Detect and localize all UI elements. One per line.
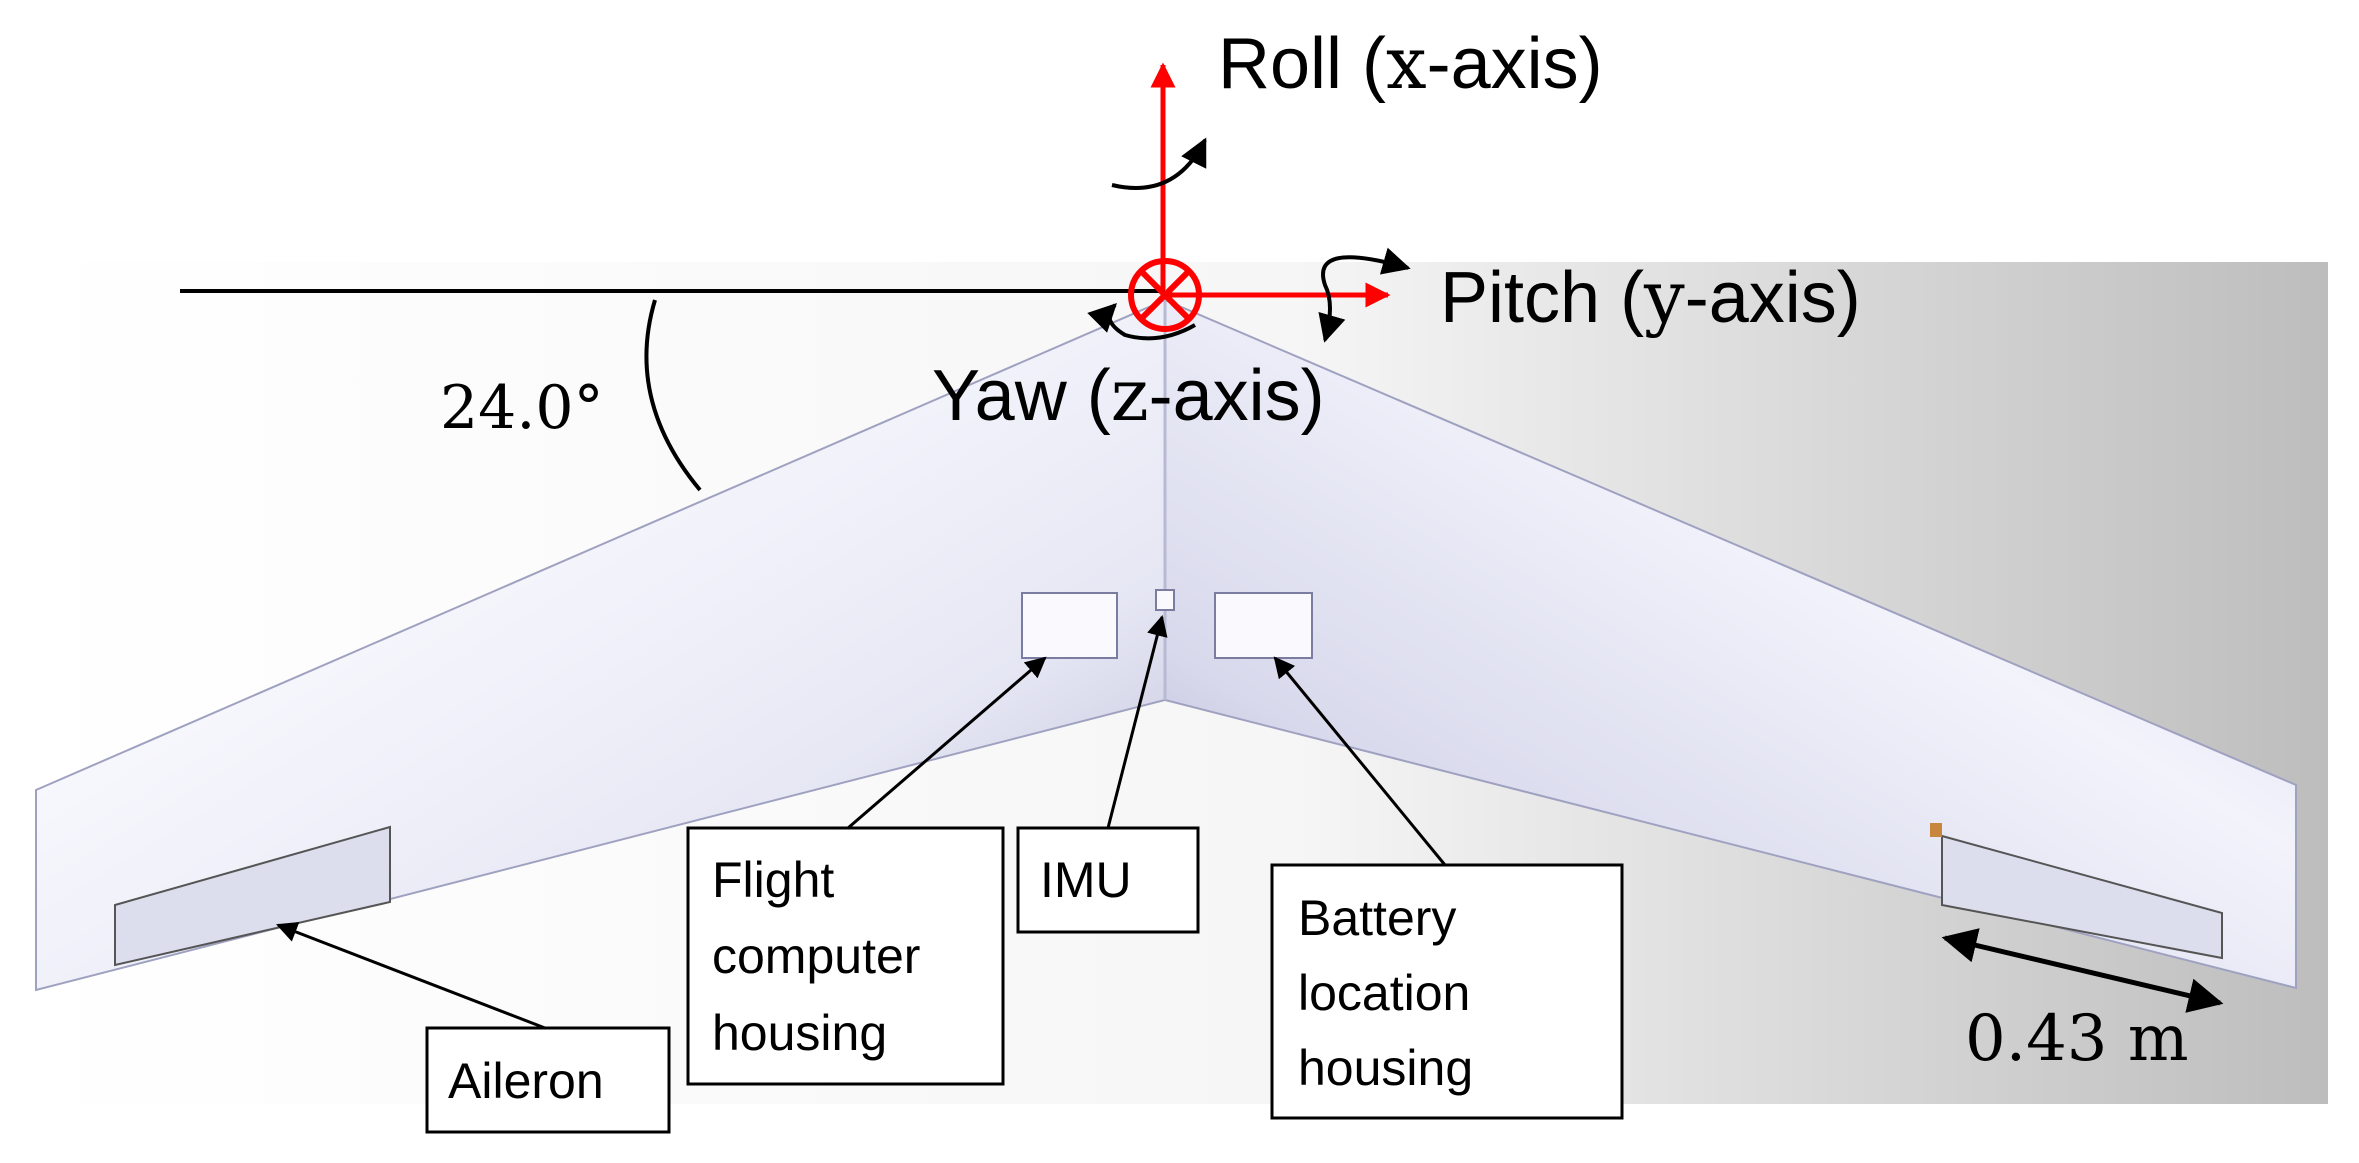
svg-text:Battery: Battery <box>1298 890 1456 946</box>
svg-text:IMU: IMU <box>1040 852 1132 908</box>
yaw-axis-label: Yaw (z-axis) <box>932 353 1325 437</box>
imu-leader <box>1106 614 1168 829</box>
flight-computer-housing <box>1021 592 1118 659</box>
svg-text:housing: housing <box>712 1005 887 1061</box>
imu-housing <box>1155 589 1175 611</box>
svg-text:computer: computer <box>712 928 920 984</box>
svg-text:Aileron: Aileron <box>448 1053 604 1109</box>
roll-rotation-arrow <box>1111 137 1207 190</box>
svg-text:Flight: Flight <box>712 852 834 908</box>
span-dimension-arrow <box>1941 928 2224 1013</box>
sweep-angle-arc <box>644 299 702 492</box>
yaw-cross-b <box>1139 269 1191 321</box>
servo-marker <box>1930 823 1942 837</box>
flight-computer-leader <box>847 656 1047 830</box>
flight-computer-callout: Flight computer housing <box>686 826 1005 1086</box>
aileron-callout: Aileron <box>425 1026 671 1134</box>
sweep-angle-label: 24.0° <box>440 373 604 443</box>
pitch-rotation-arrow <box>1318 247 1411 343</box>
roll-axis-label: Roll (x-axis) <box>1218 21 1603 105</box>
aileron-leader <box>276 922 546 1030</box>
pitch-axis-label: Pitch (y-axis) <box>1440 255 1861 339</box>
imu-callout: IMU <box>1016 826 1200 934</box>
yaw-axis-symbol <box>1128 258 1202 332</box>
battery-callout: Battery location housing <box>1270 863 1624 1120</box>
battery-leader <box>1273 656 1447 866</box>
span-dimension-label: 0.43 m <box>1965 1002 2189 1076</box>
yaw-rotation-arrow <box>1087 303 1196 341</box>
svg-text:location: location <box>1298 965 1470 1021</box>
left-aileron <box>114 825 391 967</box>
battery-housing <box>1214 592 1313 659</box>
svg-text:housing: housing <box>1298 1040 1473 1096</box>
